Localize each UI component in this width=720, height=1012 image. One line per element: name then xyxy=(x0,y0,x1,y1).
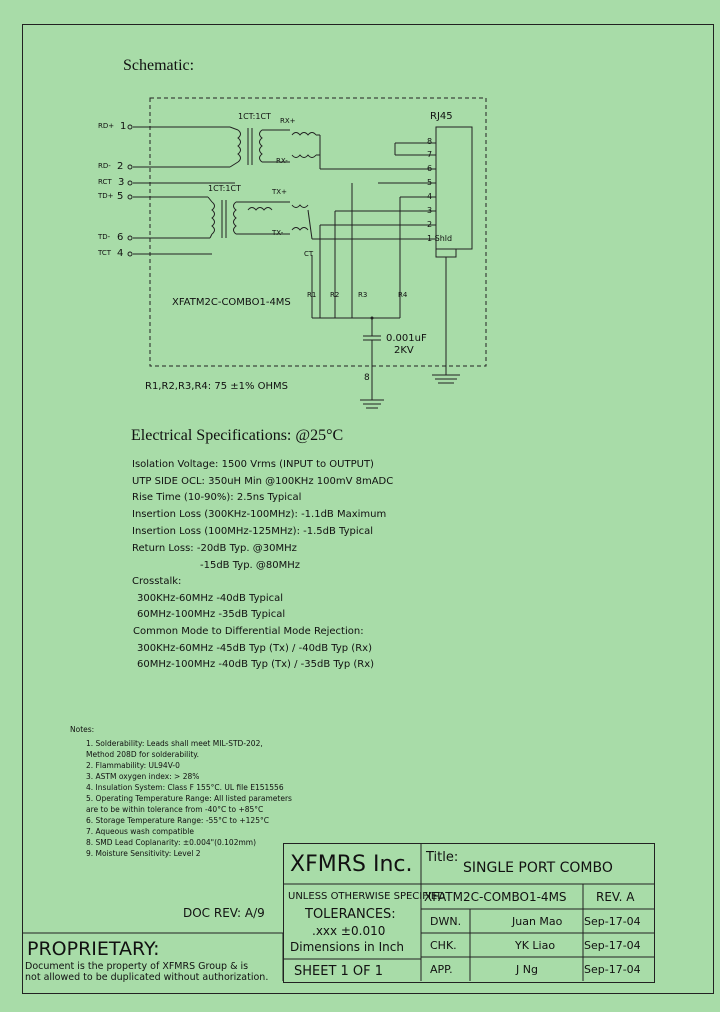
dwn-name: Juan Mao xyxy=(512,915,563,928)
pin-rd-plus-name: RD+ xyxy=(98,122,115,130)
proprietary-line-1: Document is the property of XFMRS Group … xyxy=(25,961,249,972)
note-item: 5. Operating Temperature Range: All list… xyxy=(86,794,292,803)
pin-rd-minus-num: 2 xyxy=(117,161,124,172)
gnd-pin-label: 8 xyxy=(364,373,370,383)
spec-line: Return Loss: -20dB Typ. @30MHz xyxy=(132,543,297,554)
rx-minus-label: RX- xyxy=(276,157,288,165)
pin-td-minus-num: 6 xyxy=(117,232,124,243)
spec-line: 300KHz-60MHz -45dB Typ (Tx) / -40dB Typ … xyxy=(137,643,372,654)
rj45-pin-7: 7 xyxy=(427,150,433,159)
spec-line: UTP SIDE OCL: 350uH Min @100KHz 100mV 8m… xyxy=(132,476,394,487)
schematic-part-label: XFATM2C-COMBO1-4MS xyxy=(172,297,291,308)
specs-title: Electrical Specifications: @25°C xyxy=(131,427,344,444)
unless-specified: UNLESS OTHERWISE SPECIFIED xyxy=(288,891,445,902)
rj45-pin-1: 1 Shld xyxy=(427,234,453,243)
note-item: 7. Aqueous wash compatible xyxy=(86,827,194,836)
resistor-r4: R4 xyxy=(398,291,408,299)
pin-rct-num: 3 xyxy=(118,177,125,188)
app-date: Sep-17-04 xyxy=(584,963,641,976)
tolerances-label: TOLERANCES: xyxy=(305,907,396,922)
drawing-border xyxy=(22,24,714,994)
rx-plus-label: RX+ xyxy=(280,117,296,125)
proprietary-heading: PROPRIETARY: xyxy=(27,938,160,960)
pin-td-minus-name: TD- xyxy=(98,233,111,241)
app-name: J Ng xyxy=(516,963,538,976)
spec-line: Rise Time (10-90%): 2.5ns Typical xyxy=(132,492,302,503)
rj45-label: RJ45 xyxy=(430,111,453,122)
rj45-pin-4: 4 xyxy=(427,192,433,201)
rj45-pin-8: 8 xyxy=(427,137,433,146)
schematic-heading: Schematic: xyxy=(123,57,195,74)
dwn-date: Sep-17-04 xyxy=(584,915,641,928)
spec-line: Crosstalk: xyxy=(132,576,182,587)
pin-tct-num: 4 xyxy=(117,248,124,259)
xfmr1-label: 1CT:1CT xyxy=(238,112,271,121)
tx-minus-label: TX- xyxy=(272,229,284,237)
note-item: 9. Moisture Sensitivity: Level 2 xyxy=(86,849,201,858)
dwn-label: DWN. xyxy=(430,915,462,928)
revision: REV. A xyxy=(596,890,635,904)
part-number: XFATM2C-COMBO1-4MS xyxy=(424,890,567,904)
ct-label: CT xyxy=(304,250,314,258)
note-item: 6. Storage Temperature Range: -55°C to +… xyxy=(86,816,269,825)
note-item: 4. Insulation System: Class F 155°C. UL … xyxy=(86,783,284,792)
titleblock xyxy=(283,843,655,983)
note-item: 2. Flammability: UL94V-0 xyxy=(86,761,180,770)
spec-line: 60MHz-100MHz -35dB Typical xyxy=(137,609,286,620)
capacitor-voltage: 2KV xyxy=(394,345,414,356)
rj45-pin-2: 2 xyxy=(427,220,433,229)
spec-line: 300KHz-60MHz -40dB Typical xyxy=(137,593,284,604)
pin-td-plus-num: 5 xyxy=(117,191,124,202)
tolerance-value: .xxx ±0.010 xyxy=(312,924,386,938)
xfmr2-label: 1CT:1CT xyxy=(208,184,241,193)
note-item: 1. Solderability: Leads shall meet MIL-S… xyxy=(86,739,263,748)
spec-line: Common Mode to Differential Mode Rejecti… xyxy=(133,626,364,637)
chk-label: CHK. xyxy=(430,939,457,952)
resistor-r1: R1 xyxy=(307,291,317,299)
pin-rd-plus-num: 1 xyxy=(120,121,127,132)
pin-rct-name: RCT xyxy=(98,178,112,186)
note-item: 3. ASTM oxygen index: > 28% xyxy=(86,772,200,781)
drawing-title: SINGLE PORT COMBO xyxy=(463,860,613,876)
pin-rd-minus-name: RD- xyxy=(98,162,111,170)
chk-date: Sep-17-04 xyxy=(584,939,641,952)
capacitor-value: 0.001uF xyxy=(386,333,427,344)
resistor-note: R1,R2,R3,R4: 75 ±1% OHMS xyxy=(145,381,289,392)
spec-line: Isolation Voltage: 1500 Vrms (INPUT to O… xyxy=(132,459,374,470)
spec-line: -15dB Typ. @80MHz xyxy=(200,560,301,571)
spec-line: Insertion Loss (300KHz-100MHz): -1.1dB M… xyxy=(132,509,387,520)
app-label: APP. xyxy=(430,963,453,976)
resistor-r2: R2 xyxy=(330,291,340,299)
rj45-pin-6: 6 xyxy=(427,164,433,173)
tx-plus-label: TX+ xyxy=(272,188,287,196)
resistor-r3: R3 xyxy=(358,291,368,299)
note-item: 8. SMD Lead Coplanarity: ±0.004"(0.102mm… xyxy=(86,838,256,847)
pin-td-plus-name: TD+ xyxy=(98,192,114,200)
dimensions-unit: Dimensions in Inch xyxy=(290,940,404,954)
pin-tct-name: TCT xyxy=(98,249,112,257)
note-item: Method 208D for solderability. xyxy=(86,750,200,759)
schematic-diagram xyxy=(127,97,487,409)
proprietary-line-2: not allowed to be duplicated without aut… xyxy=(25,972,269,983)
rj45-pin-3: 3 xyxy=(427,206,433,215)
spec-line: Insertion Loss (100MHz-125MHz): -1.5dB T… xyxy=(132,526,374,537)
company-name: XFMRS Inc. xyxy=(290,852,413,877)
rj45-pin-5: 5 xyxy=(427,178,433,187)
note-item: are to be within tolerance from -40°C to… xyxy=(86,805,264,814)
chk-name: YK Liao xyxy=(515,939,556,952)
title-label: Title: xyxy=(426,850,459,865)
notes-title: Notes: xyxy=(70,725,95,734)
spec-line: 60MHz-100MHz -40dB Typ (Tx) / -35dB Typ … xyxy=(137,659,375,670)
doc-revision: DOC REV: A/9 xyxy=(183,906,265,920)
sheet-number: SHEET 1 OF 1 xyxy=(294,964,384,979)
